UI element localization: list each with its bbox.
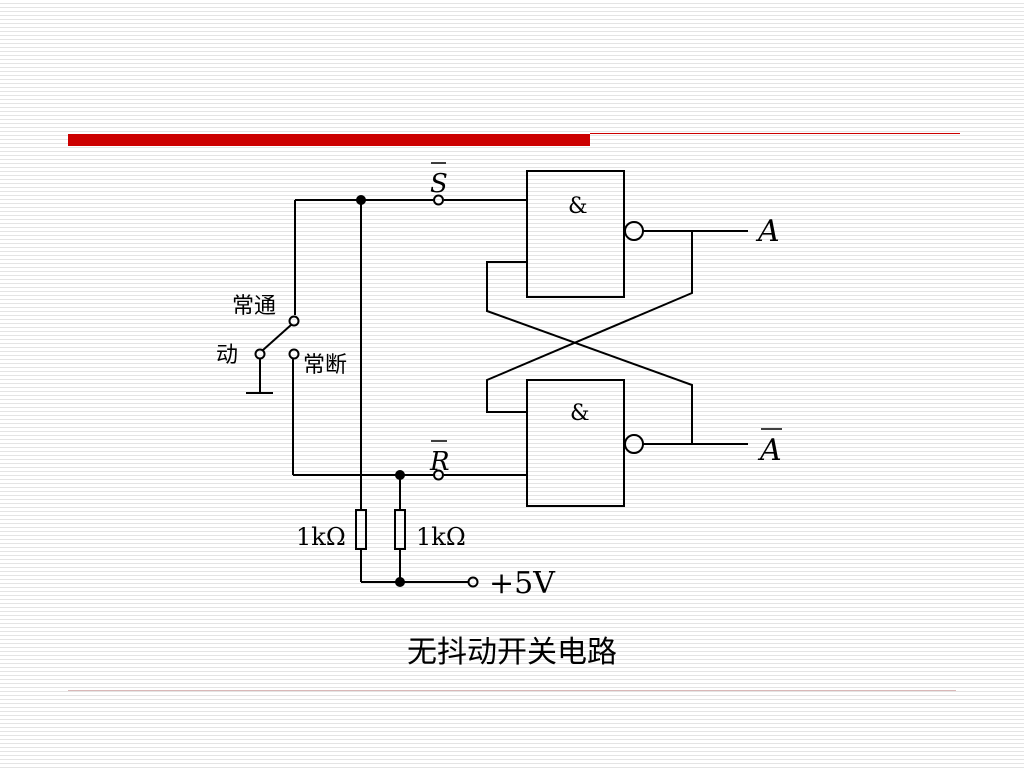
normally-closed-label: 常通 <box>232 294 276 319</box>
feedback-top-to-bottom <box>486 231 693 413</box>
gate-bottom-inverter-bubble <box>624 434 644 454</box>
switch-no-contact <box>288 348 300 360</box>
gate-top-inverter-bubble <box>624 221 644 241</box>
moving-contact-label: 动 <box>216 343 238 368</box>
nand-gate-bottom <box>526 379 625 507</box>
switch-nc-contact <box>288 315 300 327</box>
s-input-terminal <box>433 194 444 206</box>
feedback-bottom-to-top <box>486 261 693 444</box>
gate-bottom-symbol: & <box>570 401 590 426</box>
footer-divider <box>68 690 956 691</box>
output-a-bar-label: A <box>757 433 782 468</box>
title-accent-line <box>590 133 960 134</box>
resistor-left-label: 1kΩ <box>296 523 346 551</box>
normally-open-label: 常断 <box>303 353 347 378</box>
supply-node-dot <box>395 577 405 587</box>
gate-top-symbol: & <box>568 194 588 219</box>
s-bar-label: S <box>430 169 448 199</box>
supply-label: +5V <box>489 566 556 601</box>
switch-blade <box>262 324 292 351</box>
title-accent-bar <box>68 134 590 146</box>
supply-terminal <box>467 576 479 588</box>
resistor-right-label: 1kΩ <box>416 523 466 551</box>
resistor-left <box>355 509 367 550</box>
r-input-terminal <box>433 469 444 481</box>
resistor-right <box>394 509 406 550</box>
switch-common-contact <box>254 348 266 360</box>
output-a-label: A <box>755 214 780 249</box>
r-bar-label: R <box>429 447 450 477</box>
diagram-caption: 无抖动开关电路 <box>407 635 617 670</box>
nand-gate-top <box>526 170 625 298</box>
